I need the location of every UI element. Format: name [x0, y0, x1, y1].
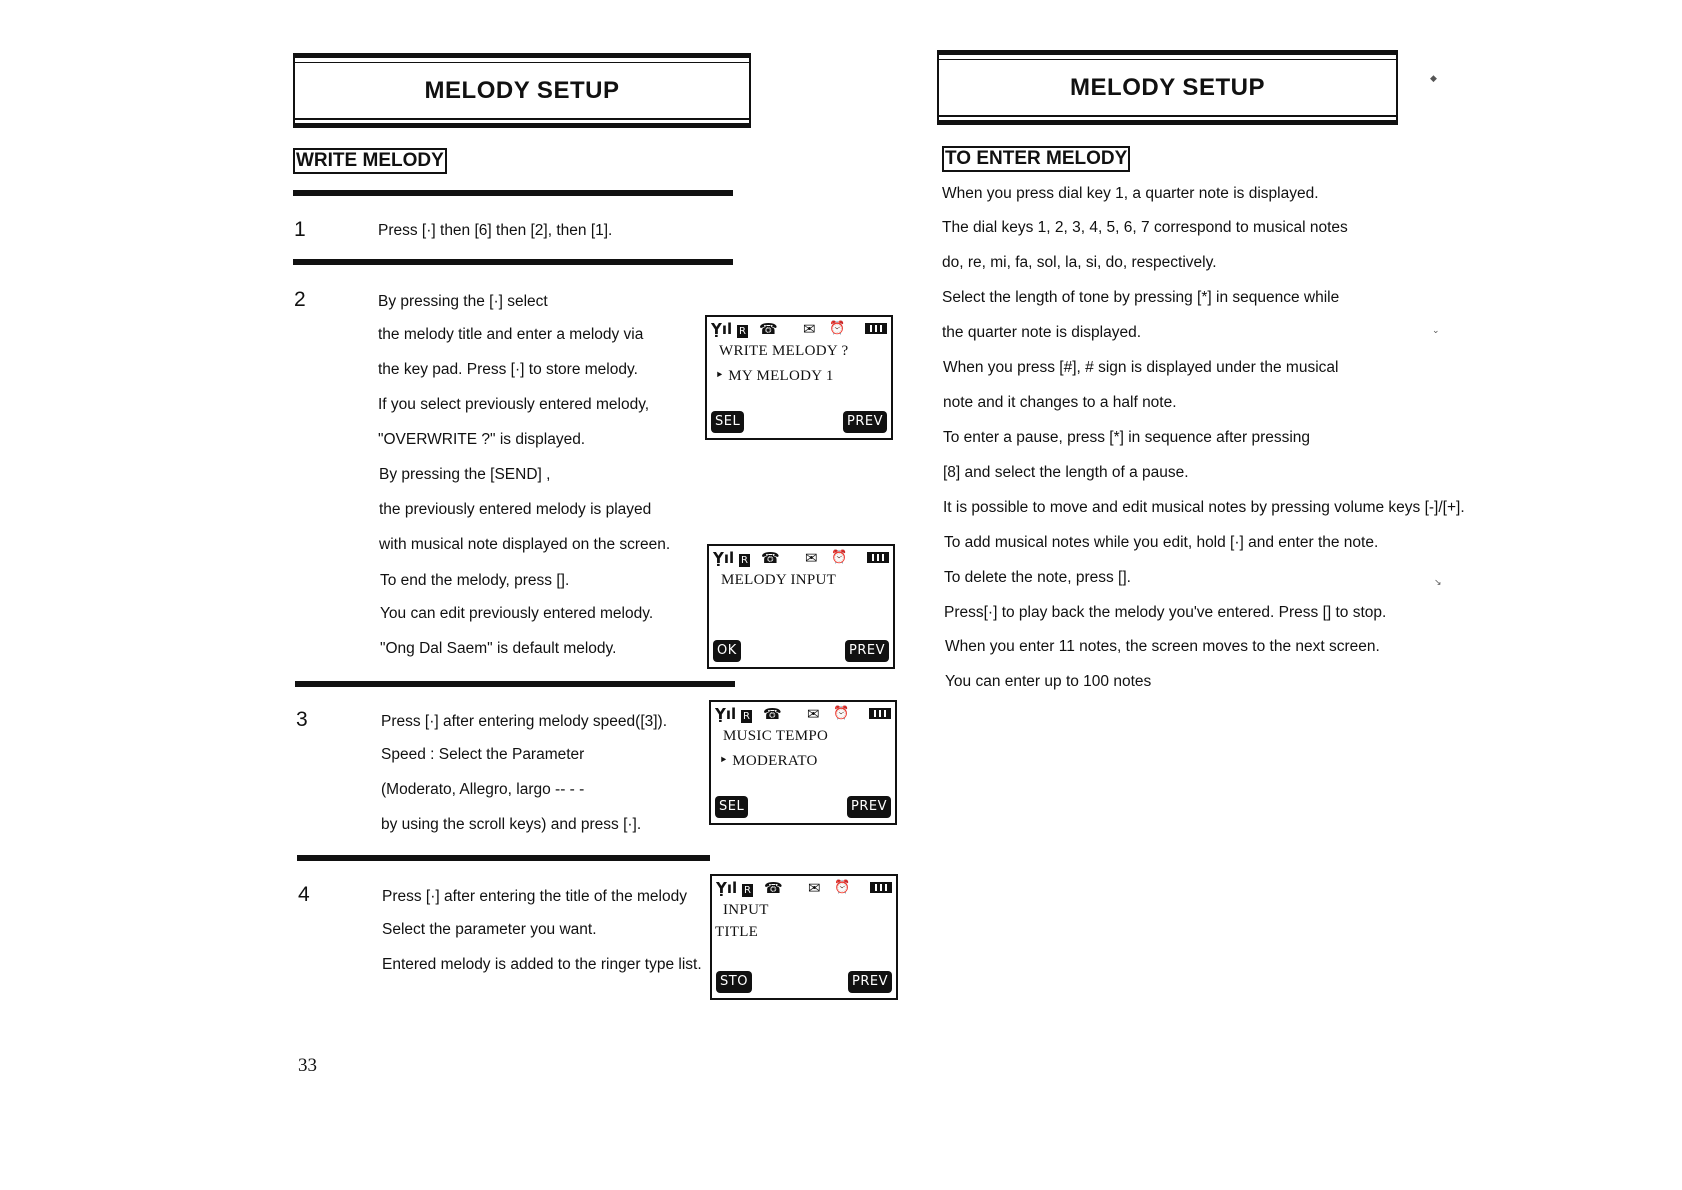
right-header-title: MELODY SETUP	[1070, 73, 1265, 101]
alarm-icon: ⏰	[834, 880, 851, 895]
screen-line: MUSIC TEMPO	[723, 728, 829, 744]
body-text: Press[·] to play back the melody you've …	[944, 604, 1387, 621]
battery-icon	[870, 879, 892, 897]
body-text: [8] and select the length of a pause.	[943, 464, 1189, 481]
alarm-icon: ⏰	[829, 321, 846, 336]
body-text: do, re, mi, fa, sol, la, si, do, respect…	[942, 254, 1217, 271]
screen-line: MELODY INPUT	[721, 572, 837, 588]
step-text: To end the melody, press [].	[380, 572, 570, 589]
softkey-sto[interactable]: STO	[716, 971, 752, 993]
phone-screen-write-melody: Ỵıl R ☎ ✉ ⏰ WRITE MELODY ? ‣ MY MELODY 1…	[705, 315, 893, 440]
mail-icon: ✉	[808, 879, 821, 897]
screen-line: TITLE	[715, 924, 759, 940]
phone-screen-music-tempo: Ỵıl R ☎ ✉ ⏰ MUSIC TEMPO ‣ MODERATO SEL P…	[709, 700, 897, 825]
signal-icon: Ỵıl	[713, 549, 735, 567]
body-text: The dial keys 1, 2, 3, 4, 5, 6, 7 corres…	[942, 219, 1348, 236]
battery-icon	[867, 549, 889, 567]
body-text: To enter a pause, press [*] in sequence …	[943, 429, 1311, 446]
scan-speck: ⌄	[1432, 325, 1440, 335]
left-section-title: WRITE MELODY	[293, 148, 447, 174]
step-text: You can edit previously entered melody.	[380, 605, 654, 622]
battery-icon	[869, 705, 891, 723]
scan-speck: ↘	[1434, 577, 1442, 587]
step-number: 3	[296, 708, 308, 731]
screen-line: WRITE MELODY ?	[719, 343, 849, 359]
phone-icon: ☎	[764, 879, 783, 897]
body-text: To delete the note, press [].	[944, 569, 1131, 586]
roaming-icon: R	[739, 549, 750, 567]
signal-icon: Ỵıl	[715, 705, 737, 723]
step-text: Press [·] after entering melody speed([3…	[381, 713, 668, 730]
step-text: (Moderato, Allegro, largo -- - -	[381, 781, 585, 798]
body-text: Select the length of tone by pressing [*…	[942, 289, 1340, 306]
step-text: "OVERWRITE ?" is displayed.	[378, 431, 586, 448]
step-text: the key pad. Press [·] to store melody.	[378, 361, 638, 378]
roaming-icon: R	[742, 879, 753, 897]
screen-line: ‣ MODERATO	[719, 753, 818, 769]
softkey-prev[interactable]: PREV	[847, 796, 891, 818]
phone-icon: ☎	[759, 320, 778, 338]
body-text: the quarter note is displayed.	[942, 324, 1142, 341]
right-section-title: TO ENTER MELODY	[942, 146, 1131, 172]
alarm-icon: ⏰	[831, 550, 848, 565]
scan-speck: ◆	[1430, 73, 1437, 83]
step-text: the previously entered melody is played	[379, 501, 652, 518]
softkey-sel[interactable]: SEL	[715, 796, 749, 818]
signal-icon: Ỵıl	[711, 320, 733, 338]
alarm-icon: ⏰	[833, 706, 850, 721]
page-number: 33	[298, 1055, 317, 1076]
step-text: Press [·] then [6] then [2], then [1].	[378, 222, 613, 239]
left-header-title: MELODY SETUP	[424, 76, 620, 104]
step-number: 4	[298, 883, 310, 906]
phone-screen-input-title: Ỵıl R ☎ ✉ ⏰ INPUT TITLE STO PREV	[710, 874, 898, 1000]
step-text: Select the parameter you want.	[382, 921, 597, 938]
phone-icon: ☎	[763, 705, 782, 723]
signal-icon: Ỵıl	[716, 879, 738, 897]
softkey-sel[interactable]: SEL	[711, 411, 745, 433]
body-text: To add musical notes while you edit, hol…	[944, 534, 1379, 551]
body-text: It is possible to move and edit musical …	[943, 499, 1465, 516]
step-number: 1	[294, 218, 306, 241]
step-text: "Ong Dal Saem" is default melody.	[380, 640, 617, 657]
body-text: You can enter up to 100 notes	[945, 673, 1152, 690]
step-text: Press [·] after entering the title of th…	[382, 888, 687, 905]
softkey-prev[interactable]: PREV	[843, 411, 887, 433]
mail-icon: ✉	[803, 320, 816, 338]
divider	[293, 190, 733, 196]
step-text: If you select previously entered melody,	[378, 396, 650, 413]
softkey-ok[interactable]: OK	[713, 640, 741, 662]
softkey-prev[interactable]: PREV	[845, 640, 889, 662]
roaming-icon: R	[737, 320, 748, 338]
divider	[297, 855, 710, 861]
phone-screen-melody-input: Ỵıl R ☎ ✉ ⏰ MELODY INPUT OK PREV	[707, 544, 895, 669]
divider	[295, 681, 735, 687]
step-text: By pressing the [SEND] ,	[379, 466, 551, 483]
screen-line: INPUT	[723, 902, 769, 918]
body-text: note and it changes to a half note.	[943, 394, 1177, 411]
roaming-icon: R	[741, 705, 752, 723]
left-header: MELODY SETUP	[293, 53, 751, 128]
mail-icon: ✉	[807, 705, 820, 723]
battery-icon	[865, 320, 887, 338]
step-number: 2	[294, 288, 306, 311]
divider	[293, 259, 733, 265]
step-text: Entered melody is added to the ringer ty…	[382, 956, 702, 973]
step-text: with musical note displayed on the scree…	[379, 536, 671, 553]
body-text: When you enter 11 notes, the screen move…	[945, 638, 1380, 655]
step-text: By pressing the [·] select	[378, 293, 548, 310]
body-text: When you press dial key 1, a quarter not…	[942, 185, 1319, 202]
phone-icon: ☎	[761, 549, 780, 567]
screen-line: ‣ MY MELODY 1	[715, 368, 834, 384]
step-text: the melody title and enter a melody via	[378, 326, 644, 343]
body-text: When you press [#], # sign is displayed …	[943, 359, 1339, 376]
step-text: by using the scroll keys) and press [·].	[381, 816, 642, 833]
mail-icon: ✉	[805, 549, 818, 567]
step-text: Speed : Select the Parameter	[381, 746, 585, 763]
right-header: MELODY SETUP	[937, 50, 1398, 125]
softkey-prev[interactable]: PREV	[848, 971, 892, 993]
